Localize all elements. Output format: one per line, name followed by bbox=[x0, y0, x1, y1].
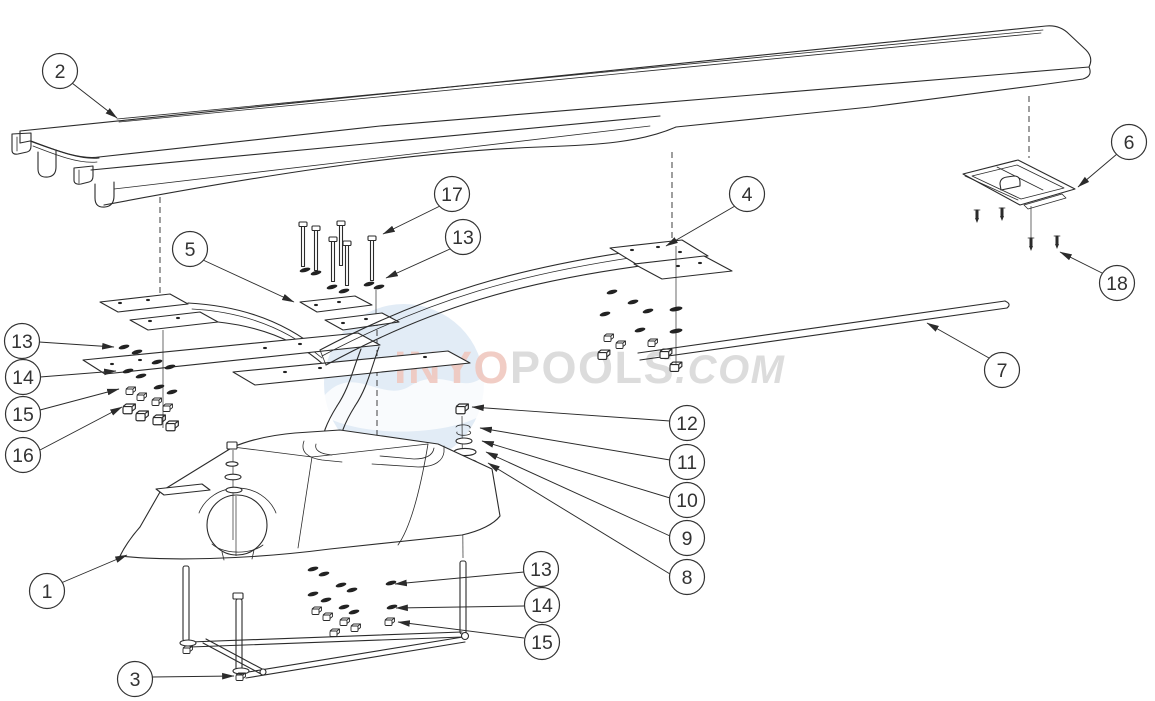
callout-4: 4 bbox=[728, 175, 766, 213]
svg-text:14: 14 bbox=[531, 595, 553, 617]
callout-15-left: 15 bbox=[4, 395, 42, 433]
base-top-hardware-stack bbox=[224, 441, 243, 540]
svg-text:13: 13 bbox=[452, 227, 474, 249]
svg-text:12: 12 bbox=[676, 413, 698, 435]
svg-text:15: 15 bbox=[531, 632, 553, 654]
svg-text:16: 16 bbox=[12, 445, 34, 467]
callout-2: 2 bbox=[41, 52, 79, 90]
part-clamp-plates bbox=[299, 295, 400, 331]
callout-10: 10 bbox=[668, 481, 706, 519]
watermark-text: INYOPOOLS.COM bbox=[394, 342, 786, 393]
svg-text:6: 6 bbox=[1124, 132, 1135, 154]
svg-text:7: 7 bbox=[997, 360, 1008, 382]
callout-6: 6 bbox=[1110, 123, 1148, 161]
svg-text:10: 10 bbox=[676, 490, 698, 512]
svg-text:2: 2 bbox=[55, 61, 66, 83]
svg-text:13: 13 bbox=[11, 331, 33, 353]
svg-text:18: 18 bbox=[1106, 273, 1128, 295]
callout-3: 3 bbox=[116, 660, 154, 698]
part-wedge-bracket bbox=[962, 159, 1076, 246]
watermark-dotcom: .COM bbox=[675, 348, 786, 392]
callout-12: 12 bbox=[668, 404, 706, 442]
part-jig-and-bolts bbox=[179, 560, 470, 681]
callout-13-top: 13 bbox=[444, 218, 482, 256]
clamp-plate-blue bbox=[324, 312, 400, 331]
callout-9: 9 bbox=[668, 519, 706, 557]
callout-18: 18 bbox=[1098, 264, 1136, 302]
lock-washers bbox=[299, 267, 385, 294]
part-base-stand bbox=[119, 346, 501, 561]
svg-text:14: 14 bbox=[12, 367, 34, 389]
callout-15-bottom: 15 bbox=[523, 623, 561, 661]
callout-13-left: 13 bbox=[3, 322, 41, 360]
part-screws-18 bbox=[973, 207, 1061, 251]
callout-13-bottom: 13 bbox=[522, 550, 560, 588]
svg-text:5: 5 bbox=[185, 239, 196, 261]
part-fulcrum-bolts bbox=[298, 220, 385, 452]
svg-text:3: 3 bbox=[130, 669, 141, 691]
callout-1: 1 bbox=[28, 572, 66, 610]
callout-16: 16 bbox=[4, 436, 42, 474]
svg-text:8: 8 bbox=[682, 567, 693, 589]
svg-text:13: 13 bbox=[530, 559, 552, 581]
svg-text:4: 4 bbox=[742, 184, 753, 206]
svg-text:11: 11 bbox=[677, 452, 697, 474]
callouts: 2 17 13 5 4 6 18 7 12 11 10 9 8 13 14 15… bbox=[3, 52, 1148, 698]
svg-text:1: 1 bbox=[42, 581, 53, 603]
callout-17: 17 bbox=[433, 175, 471, 213]
svg-text:15: 15 bbox=[12, 404, 34, 426]
watermark-pools: POOLS bbox=[510, 342, 675, 393]
part-diving-board bbox=[11, 25, 1092, 297]
under-base-hardware bbox=[307, 566, 398, 637]
svg-text:9: 9 bbox=[682, 528, 693, 550]
part-fulcrum-rod bbox=[637, 300, 1010, 361]
leader-lines bbox=[38, 82, 1118, 680]
callout-5: 5 bbox=[171, 230, 209, 268]
callout-7: 7 bbox=[983, 351, 1021, 389]
callout-14-bottom: 14 bbox=[523, 586, 561, 624]
callout-11: 11 bbox=[668, 443, 706, 481]
left-hardware-columns bbox=[118, 330, 179, 432]
svg-text:17: 17 bbox=[441, 184, 463, 206]
callout-8: 8 bbox=[668, 558, 706, 596]
right-hardware-column bbox=[597, 246, 683, 372]
callout-14-left: 14 bbox=[4, 358, 42, 396]
